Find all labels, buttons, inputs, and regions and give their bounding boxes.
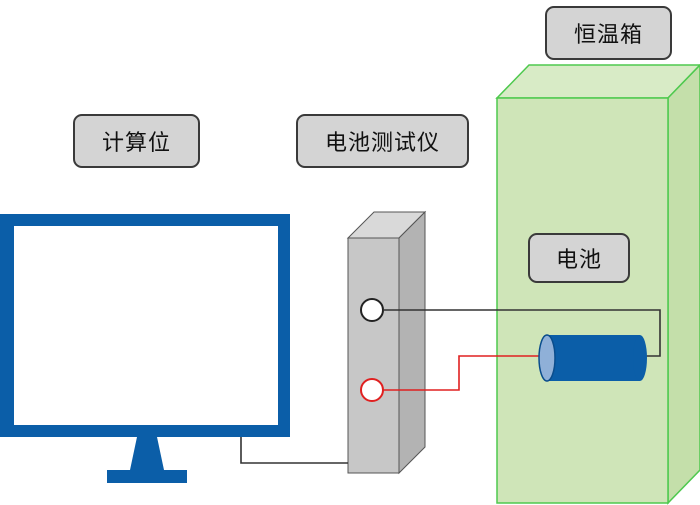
monitor-icon xyxy=(0,214,290,483)
chamber-top-face xyxy=(495,64,700,99)
battery-back-cap xyxy=(633,335,647,381)
battery-tester-label: 电池测试仪 xyxy=(296,114,469,168)
red-cable xyxy=(383,355,541,391)
tester-front-face xyxy=(347,237,400,474)
computer-cable xyxy=(240,436,348,464)
tester-black-terminal xyxy=(360,298,384,322)
monitor-neck xyxy=(130,437,164,470)
battery-front-cap xyxy=(538,334,556,382)
thermostat-label: 恒温箱 xyxy=(545,6,672,60)
computer-label: 计算位 xyxy=(73,114,200,168)
thermostat-chamber xyxy=(495,63,700,505)
monitor-base xyxy=(107,470,187,483)
monitor-screen xyxy=(14,226,278,425)
tester-side-face xyxy=(398,210,426,475)
chamber-side-face xyxy=(667,63,700,505)
battery-cylinder-icon xyxy=(538,334,647,382)
battery-body xyxy=(547,335,640,381)
battery-label: 电池 xyxy=(528,233,630,283)
tester-red-terminal xyxy=(360,378,384,402)
chamber-front-face xyxy=(496,97,669,504)
battery-tester xyxy=(346,210,427,475)
black-cable xyxy=(383,309,661,357)
